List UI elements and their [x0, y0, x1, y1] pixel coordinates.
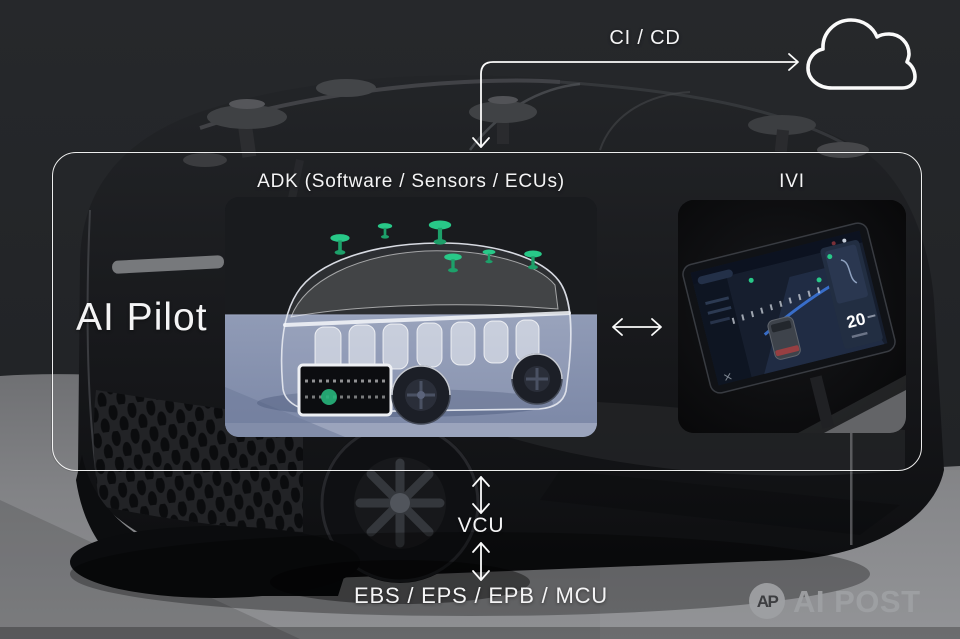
ai-post-wordmark: AI POST: [793, 583, 921, 619]
wireframe-shuttle: [280, 242, 572, 425]
actuators-label: EBS / EPS / EPB / MCU: [354, 583, 608, 608]
ivi-visual: 20: [678, 200, 906, 433]
front-wheel: [320, 423, 480, 583]
ego-vehicle-render: [767, 316, 801, 360]
ai-post-monogram-icon: AP: [749, 583, 785, 619]
ivi-tablet: 20: [682, 222, 896, 394]
ai-pilot-title: AI Pilot: [76, 296, 208, 339]
vcu-label: VCU: [457, 514, 505, 537]
front-light-bar: [112, 255, 224, 274]
ai-post-logo: AP AI POST: [748, 582, 921, 620]
monogram-text: AP: [757, 592, 779, 611]
ivi-speed-readout: 20: [845, 309, 868, 332]
ivi-label: IVI: [779, 171, 805, 192]
ci-cd-label: CI / CD: [609, 27, 681, 49]
adk-label: ADK (Software / Sensors / ECUs): [257, 171, 565, 192]
adk-visual: [225, 197, 597, 437]
ai-pilot-boundary-box: [52, 152, 922, 471]
